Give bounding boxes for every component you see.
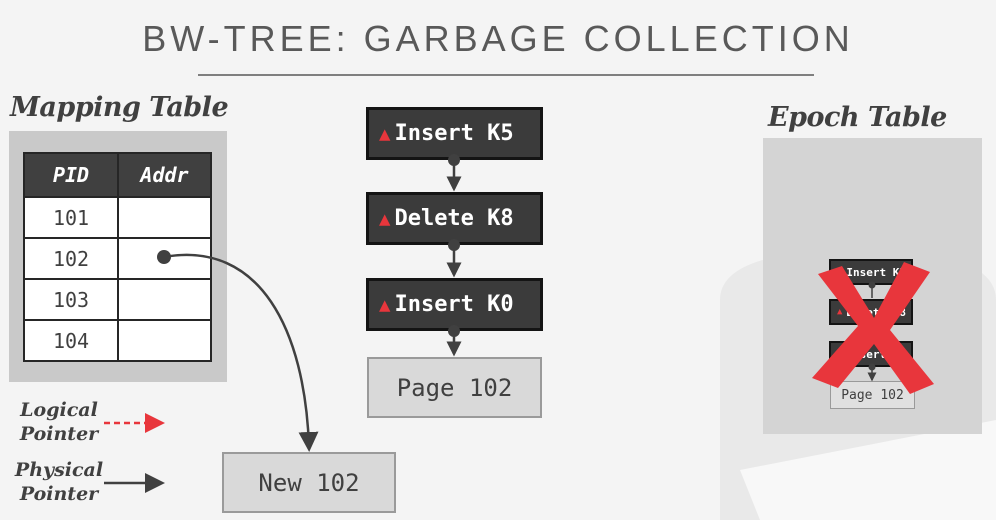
cross-icon (812, 262, 934, 394)
pid-header: PID (23, 152, 119, 198)
triangle-icon: ▲ (837, 307, 843, 317)
triangle-icon: ▲ (379, 122, 391, 145)
epoch-table-label: Epoch Table (768, 102, 947, 133)
physical-pointer-arrow (163, 253, 319, 452)
addr-cell (117, 278, 212, 321)
logical-pointer-label: Logical Pointer (19, 399, 99, 445)
new-page: New 102 (222, 452, 396, 513)
delta-label: Insert K5 (394, 121, 514, 146)
title-underline (198, 74, 814, 76)
table-row: 103 (23, 278, 212, 321)
delta-record-insert-k0: ▲Insert K0 (366, 278, 543, 331)
base-page: Page 102 (367, 357, 542, 418)
delta-record-delete-k8: ▲Delete K8 (366, 192, 543, 245)
triangle-icon: ▲ (379, 207, 391, 230)
pointer-dot (157, 250, 171, 264)
mapping-table-label: Mapping Table (10, 92, 229, 123)
pid-cell: 102 (23, 237, 119, 280)
table-row: 101 (23, 196, 212, 239)
addr-cell (117, 196, 212, 239)
addr-header: Addr (117, 152, 212, 198)
delta-record-insert-k5: ▲Insert K5 (366, 107, 543, 160)
pid-cell: 101 (23, 196, 119, 239)
triangle-icon: ▲ (379, 293, 391, 316)
delta-chain-connectors (446, 154, 462, 357)
addr-cell (117, 237, 212, 280)
table-row: 104 (23, 319, 212, 362)
mapping-table: PID Addr 101 102 103 104 (23, 152, 212, 362)
addr-cell (117, 319, 212, 362)
mini-delta-label: Insert K5 (846, 265, 907, 279)
page-title: BW-TREE: GARBAGE COLLECTION (142, 18, 854, 59)
table-row: 102 (23, 237, 212, 280)
physical-pointer-label: Physical Pointer (14, 459, 104, 505)
pid-cell: 104 (23, 319, 119, 362)
delta-label: Delete K8 (394, 206, 514, 231)
mini-page: Page 102 (830, 381, 915, 409)
delta-label: Insert K0 (394, 292, 514, 317)
pid-cell: 103 (23, 278, 119, 321)
